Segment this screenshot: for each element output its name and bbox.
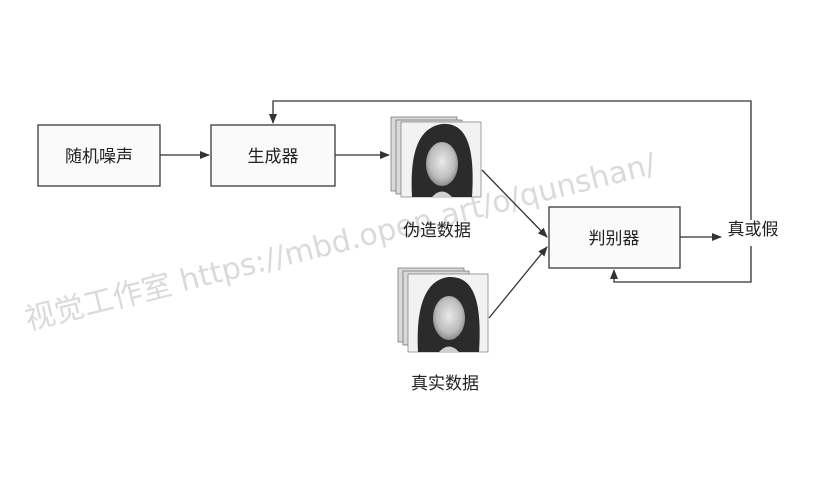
discriminator-box: 判别器	[548, 206, 681, 269]
generator-label: 生成器	[248, 147, 299, 167]
feedback-to-discriminator-arrow	[610, 246, 752, 283]
fake-data-label: 伪造数据	[403, 221, 471, 241]
feedback-to-generator-arrow	[269, 100, 752, 220]
face-photo-icon	[400, 121, 482, 198]
fake-to-discriminator-arrow	[481, 169, 548, 238]
real-data-label: 真实数据	[411, 374, 479, 394]
generator-box: 生成器	[210, 124, 336, 187]
real-to-discriminator-arrow	[488, 246, 548, 319]
face-photo-icon	[407, 273, 489, 353]
real-data-image	[397, 267, 489, 353]
discriminator-label: 判别器	[589, 229, 640, 249]
noise-box: 随机噪声	[37, 124, 161, 187]
fake-data-image	[390, 116, 482, 198]
output-label: 真或假	[728, 220, 779, 240]
noise-label: 随机噪声	[65, 147, 133, 167]
